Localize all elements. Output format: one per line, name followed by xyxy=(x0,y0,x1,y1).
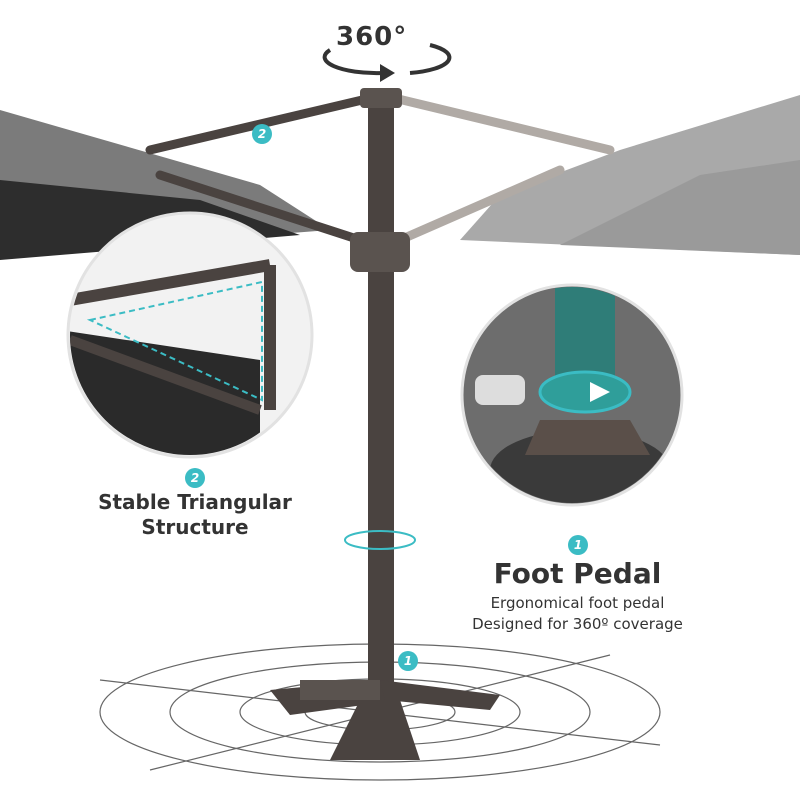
foot-pedal-desc-line1: Ergonomical foot pedal xyxy=(490,594,665,612)
cross-base xyxy=(270,680,500,760)
base-callout-badge: 1 xyxy=(398,651,418,671)
foot-pedal-desc-line2: Designed for 360º coverage xyxy=(472,615,683,633)
arms xyxy=(145,92,615,245)
foot-pedal-badge: 1 xyxy=(568,535,588,555)
foot-pedal-inset xyxy=(460,283,684,507)
arm-callout-badge: 2 xyxy=(252,124,272,144)
stable-structure-line1: Stable Triangular xyxy=(98,490,292,514)
stable-structure-badge: 2 xyxy=(185,468,205,488)
rotation-label: 360° xyxy=(336,22,408,52)
pole xyxy=(368,92,394,702)
rotate-360-icon xyxy=(322,43,452,76)
stable-structure-title: Stable Triangular Structure xyxy=(80,490,310,540)
right-canopy-underside xyxy=(560,160,800,255)
stable-structure-line2: Structure xyxy=(141,515,249,539)
triangle-structure-inset xyxy=(66,211,314,459)
foot-pedal-title: Foot Pedal xyxy=(493,557,662,590)
